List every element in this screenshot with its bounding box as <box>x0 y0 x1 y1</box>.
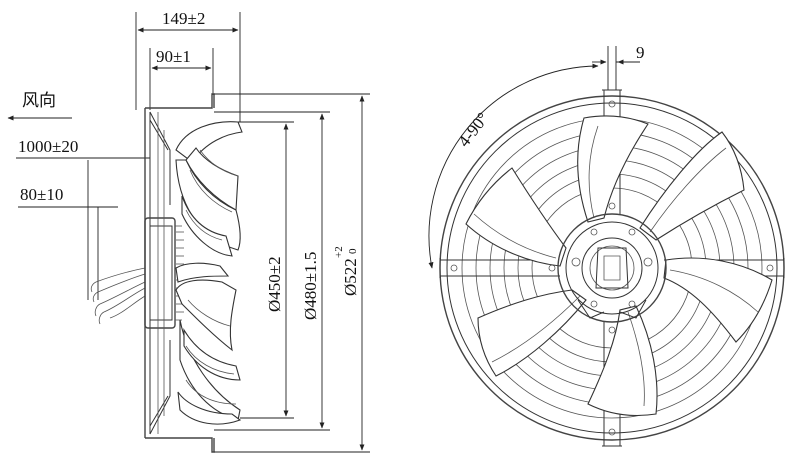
motor-cables <box>90 267 146 325</box>
front-hub <box>557 213 667 323</box>
dim-dia-522-tol-lower: 0 <box>347 248 359 254</box>
front-view: 9 4-90° <box>428 43 785 447</box>
dim-slot-width-label: 9 <box>636 43 645 62</box>
airflow-label: 风向 <box>22 91 56 111</box>
side-view: 149±2 90±1 风向 1000±20 80±10 <box>7 9 370 453</box>
dimension-dia-480: Ø480±1.5 <box>214 111 330 431</box>
dimension-dia-450: Ø450±2 <box>238 121 294 419</box>
dim-dia-480-label: Ø480±1.5 <box>301 252 320 320</box>
side-blade-lower <box>175 262 242 425</box>
dimension-depth-total: 149±2 <box>135 9 241 122</box>
dimension-dia-522: Ø522 +2 0 <box>214 93 370 453</box>
dimension-strip-length: 80±10 <box>18 185 118 300</box>
dim-depth-mount-label: 90±1 <box>156 47 191 66</box>
side-guard-wires <box>157 112 165 434</box>
airflow-direction: 风向 <box>7 91 72 121</box>
front-blades <box>465 115 773 417</box>
dimension-cable-length: 1000±20 <box>16 137 150 300</box>
side-blade-upper <box>175 121 243 257</box>
dim-dia-522-label: Ø522 <box>341 258 360 296</box>
dimension-depth-mount: 90±1 <box>149 47 214 110</box>
dim-depth-total-label: 149±2 <box>162 9 205 28</box>
dim-cable-length-label: 1000±20 <box>18 137 78 156</box>
dim-slot-angle-label: 4-90° <box>454 109 492 151</box>
dim-dia-450-label: Ø450±2 <box>265 256 284 312</box>
dim-strip-length-label: 80±10 <box>20 185 63 204</box>
dimension-slot-width: 9 <box>592 43 645 90</box>
dim-dia-522-tol-upper: +2 <box>333 246 345 258</box>
